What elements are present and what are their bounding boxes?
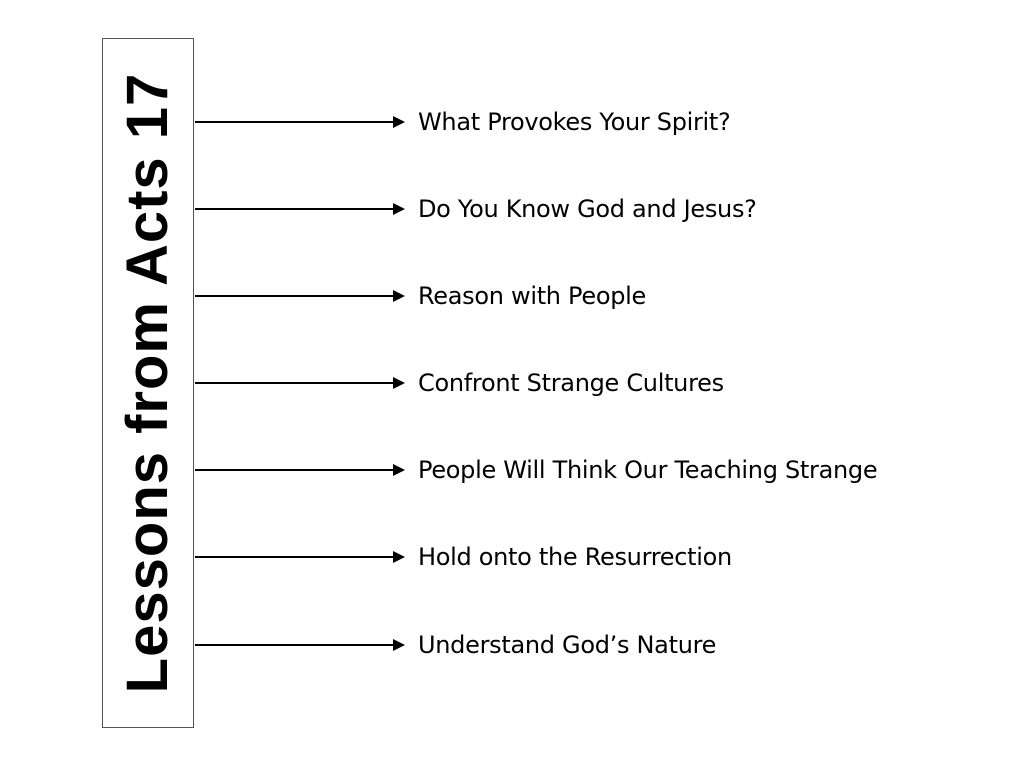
branch-item: Do You Know God and Jesus?	[195, 194, 757, 224]
branch-label: Confront Strange Cultures	[418, 369, 724, 397]
branch-item: Understand God’s Nature	[195, 630, 716, 660]
arrow-right-icon	[195, 377, 408, 389]
branch-item: People Will Think Our Teaching Strange	[195, 455, 878, 485]
arrow-right-icon	[195, 290, 408, 302]
branch-label: Hold onto the Resurrection	[418, 543, 732, 571]
branch-item: What Provokes Your Spirit?	[195, 107, 731, 137]
arrow-right-icon	[195, 464, 408, 476]
branch-label: Reason with People	[418, 282, 646, 310]
arrow-right-icon	[195, 639, 408, 651]
branch-label: Do You Know God and Jesus?	[418, 195, 757, 223]
branch-item: Reason with People	[195, 281, 646, 311]
slide-title: Lessons from Acts 17	[115, 72, 180, 694]
branch-item: Hold onto the Resurrection	[195, 542, 732, 572]
branch-item: Confront Strange Cultures	[195, 368, 724, 398]
branch-label: People Will Think Our Teaching Strange	[418, 456, 878, 484]
title-box: Lessons from Acts 17	[102, 38, 194, 728]
arrow-right-icon	[195, 116, 408, 128]
arrow-right-icon	[195, 551, 408, 563]
branch-label: What Provokes Your Spirit?	[418, 108, 731, 136]
arrow-right-icon	[195, 203, 408, 215]
branch-label: Understand God’s Nature	[418, 631, 717, 659]
